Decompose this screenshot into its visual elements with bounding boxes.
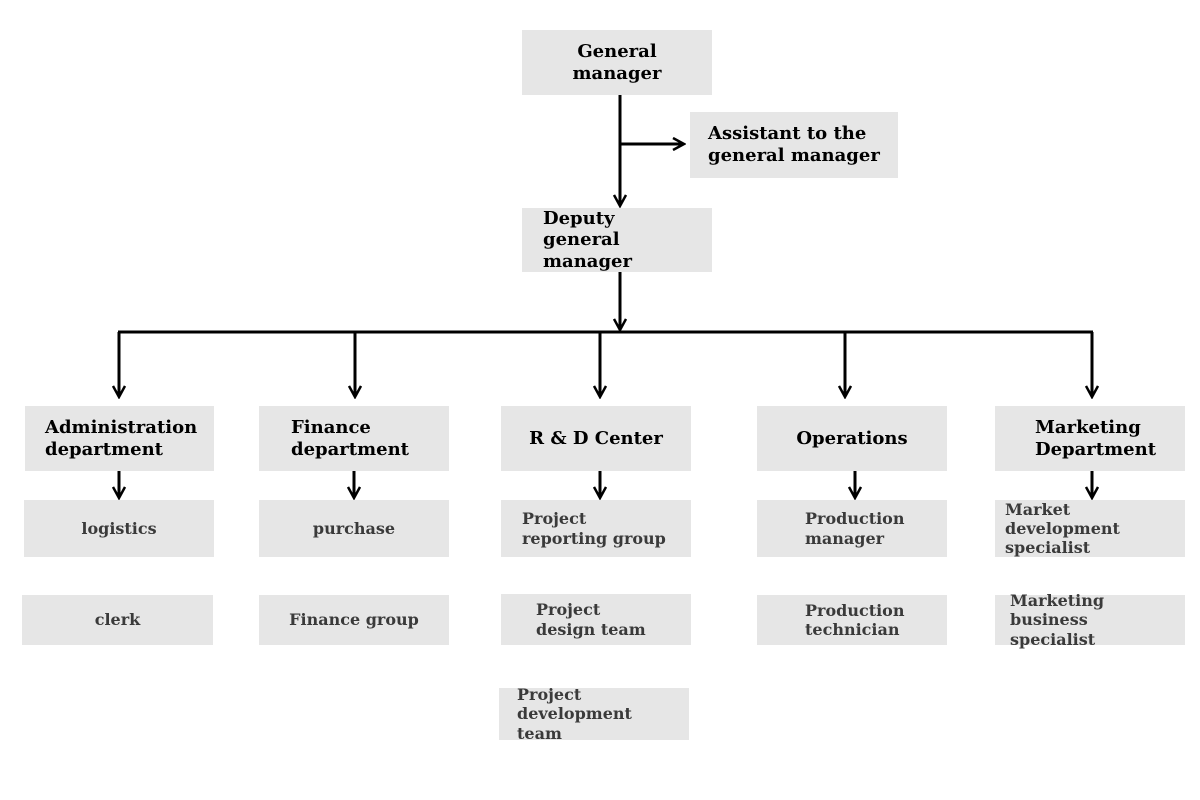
subunit-finance-group-box: Finance group (259, 595, 449, 645)
subunit-finance-group-label: Finance group (289, 610, 419, 630)
subunit-purchase-label: purchase (312, 518, 396, 538)
administration-department-label: Administration department (45, 416, 198, 460)
subunit-clerk-label: clerk (94, 610, 141, 630)
subunit-production-manager-box: Production manager (757, 500, 947, 557)
subunit-project-design-label: Project design team (536, 600, 646, 639)
subunit-logistics-label: logistics (81, 518, 157, 538)
assistant-label: Assistant to the general manager (708, 123, 880, 166)
subunit-project-reporting-label: Project reporting group (522, 509, 666, 548)
operations-box: Operations (757, 406, 947, 471)
subunit-market-development-label: Market development specialist (1005, 499, 1120, 558)
subunit-production-manager-label: Production manager (805, 509, 905, 548)
operations-label: Operations (796, 427, 908, 449)
rd-center-box: R & D Center (501, 406, 691, 471)
marketing-department-box: Marketing Department (995, 406, 1185, 471)
rd-center-label: R & D Center (529, 427, 663, 449)
subunit-production-technician-label: Production technician (805, 600, 905, 639)
finance-department-label: Finance department (291, 416, 409, 460)
finance-department-box: Finance department (259, 406, 449, 471)
assistant-box: Assistant to the general manager (690, 112, 898, 178)
subunit-marketing-business-box: Marketing business specialist (995, 591, 1185, 649)
subunit-project-design-box: Project design team (501, 594, 691, 645)
subunit-project-development-box: Project development team (499, 685, 689, 743)
subunit-market-development-box: Market development specialist (995, 500, 1185, 557)
subunit-production-technician-box: Production technician (757, 595, 947, 645)
deputy-general-manager-box: Deputy general manager (522, 208, 712, 272)
subunit-purchase-box: purchase (259, 500, 449, 557)
subunit-project-reporting-box: Project reporting group (501, 500, 691, 557)
general-manager-label: General manager (572, 40, 662, 84)
subunit-clerk-box: clerk (22, 595, 213, 645)
subunit-logistics-box: logistics (24, 500, 214, 557)
general-manager-box: General manager (522, 30, 712, 95)
administration-department-box: Administration department (25, 406, 214, 471)
subunit-marketing-business-label: Marketing business specialist (1010, 591, 1105, 649)
marketing-department-label: Marketing Department (1035, 416, 1157, 460)
subunit-project-development-label: Project development team (517, 685, 632, 743)
deputy-general-manager-label: Deputy general manager (543, 207, 632, 272)
